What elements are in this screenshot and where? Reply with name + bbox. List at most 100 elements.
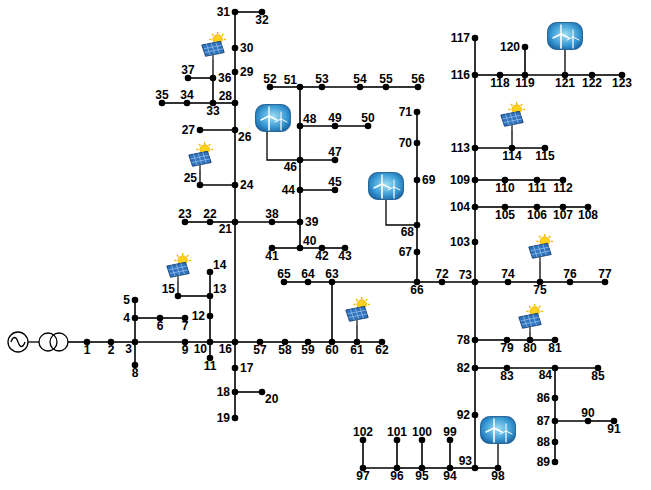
line-segment	[308, 341, 332, 343]
line-segment	[160, 317, 185, 319]
bus-number: 110	[495, 182, 514, 194]
bus-dot	[297, 245, 304, 252]
bus-dot	[414, 249, 421, 256]
bus-number: 114	[502, 150, 521, 162]
bus-dot	[207, 293, 214, 300]
bus-number: 29	[240, 66, 253, 78]
bus-number: 9	[182, 344, 189, 356]
bus-dot	[197, 182, 204, 189]
line-segment	[416, 143, 418, 180]
bus-number: 92	[457, 409, 470, 421]
line-segment	[200, 129, 235, 131]
line-segment	[331, 282, 333, 342]
bus-dot	[232, 127, 239, 134]
bus-dot	[552, 365, 559, 372]
line-segment	[234, 222, 236, 342]
bus-dot	[552, 418, 559, 425]
bus-number: 111	[528, 182, 547, 194]
line-segment	[300, 125, 335, 127]
bus-number: 91	[607, 423, 620, 435]
bus-number: 123	[612, 77, 632, 89]
bus-dot	[472, 337, 479, 344]
line-segment	[134, 318, 136, 342]
line-segment	[300, 159, 335, 161]
bus-dot	[522, 44, 529, 51]
bus-number: 24	[240, 179, 253, 191]
bus-number: 79	[500, 342, 513, 354]
line-segment	[474, 282, 476, 340]
bus-number: 8	[132, 367, 139, 379]
bus-number: 55	[379, 73, 392, 85]
bus-number: 11	[204, 360, 217, 372]
line-segment	[234, 72, 236, 103]
bus-number: 39	[305, 216, 318, 228]
line-segment	[416, 180, 418, 225]
line-segment	[563, 206, 588, 208]
line-segment	[524, 47, 526, 75]
bus-number: 19	[217, 412, 230, 424]
bus-number: 89	[537, 456, 550, 468]
bus-number: 7	[182, 320, 189, 332]
bus-dot	[297, 84, 304, 91]
bus-number: 57	[253, 344, 266, 356]
bus-number: 118	[490, 77, 509, 89]
line-segment	[213, 102, 235, 104]
bus-number: 21	[219, 223, 232, 235]
bus-number: 53	[315, 73, 328, 85]
bus-number: 43	[338, 250, 351, 262]
bus-number: 93	[459, 455, 472, 467]
line-segment	[270, 86, 300, 88]
bus-dot	[232, 100, 239, 107]
bus-dot	[297, 157, 304, 164]
bus-dot	[175, 293, 182, 300]
line-segment	[300, 189, 335, 191]
bus-number: 85	[591, 370, 604, 382]
bus-dot	[414, 140, 421, 147]
line-segment	[475, 339, 507, 341]
bus-number: 86	[537, 392, 550, 404]
bus-dot	[297, 123, 304, 130]
line-segment	[386, 86, 418, 88]
line-segment	[475, 281, 508, 283]
line-segment	[474, 207, 476, 242]
bus-dot	[232, 339, 239, 346]
bus-number: 59	[301, 344, 314, 356]
bus-number: 1	[84, 344, 91, 356]
line-segment	[234, 342, 236, 368]
bus-number: 94	[443, 470, 456, 482]
bus-number: 122	[582, 77, 602, 89]
bus-number: 97	[356, 470, 369, 482]
bus-dot	[232, 415, 239, 422]
source-transformer	[8, 332, 87, 352]
bus-number: 44	[282, 184, 295, 196]
bus-dot	[472, 145, 479, 152]
bus-number: 100	[412, 426, 432, 438]
line-segment	[188, 77, 213, 79]
bus-number: 38	[265, 208, 278, 220]
bus-number: 70	[399, 137, 412, 149]
bus-number: 51	[284, 74, 297, 86]
line-segment	[234, 48, 236, 72]
bus-number: 72	[435, 268, 448, 280]
line-segment	[87, 341, 111, 343]
bus-number: 62	[375, 344, 388, 356]
bus-number: 49	[328, 112, 341, 124]
line-segment	[335, 125, 368, 127]
line-segment	[234, 185, 236, 222]
bus-number: 54	[353, 73, 366, 85]
bus-number: 104	[450, 201, 470, 213]
bus-number: 25	[184, 172, 197, 184]
line-segment	[474, 38, 476, 75]
line-segment	[555, 367, 598, 369]
line-segment	[474, 180, 476, 207]
line-segment	[525, 74, 565, 76]
bus-number: 120	[500, 41, 520, 53]
bus-dot	[132, 297, 139, 304]
bus-number: 81	[548, 342, 561, 354]
bus-number: 64	[301, 268, 314, 280]
bus-number: 116	[451, 69, 470, 81]
line-segment	[209, 272, 211, 296]
bus-number: 47	[328, 146, 341, 158]
line-segment	[235, 11, 262, 13]
